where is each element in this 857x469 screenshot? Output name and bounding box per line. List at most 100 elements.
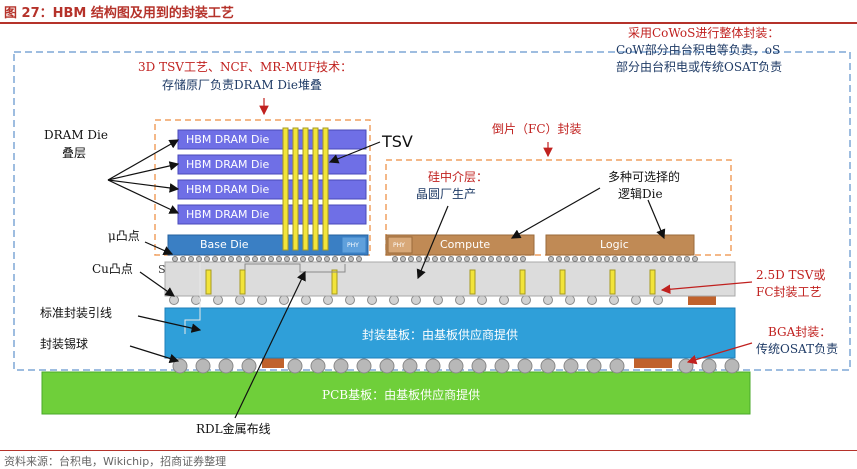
micro-bump xyxy=(408,256,414,262)
micro-bump xyxy=(204,256,210,262)
micro-bump xyxy=(604,256,610,262)
micro-bump xyxy=(332,256,338,262)
interposer-tsvs xyxy=(205,269,656,295)
micro-bump xyxy=(520,256,526,262)
interposer-tsv xyxy=(205,269,212,295)
pointer-arrows xyxy=(107,139,666,419)
compute-die xyxy=(385,234,535,256)
micro-bump xyxy=(440,256,446,262)
solder-ball xyxy=(402,358,418,374)
interposer-tsv xyxy=(469,269,476,295)
cu-bump xyxy=(411,295,421,305)
micro-bump xyxy=(504,256,510,262)
micro-bump xyxy=(556,256,562,262)
dram-arrow xyxy=(107,161,180,181)
micro-bump xyxy=(480,256,486,262)
cu-bump xyxy=(213,295,223,305)
ball-pad xyxy=(634,358,672,368)
micro-bump-row xyxy=(172,256,698,262)
cu-bump xyxy=(587,295,597,305)
dram-stack-line-1: DRAM Die xyxy=(44,128,108,142)
micro-bump xyxy=(636,256,642,262)
interposer-mark: S xyxy=(158,263,166,276)
cu-bump xyxy=(345,295,355,305)
micro-bump xyxy=(580,256,586,262)
micro-bump xyxy=(324,256,330,262)
interposer-tsv xyxy=(649,269,656,295)
cowos-frame xyxy=(13,51,851,371)
solder-ball xyxy=(356,358,372,374)
stack-tsv xyxy=(282,127,289,251)
base-die-phy xyxy=(341,236,367,254)
solder-ball xyxy=(609,358,625,374)
logic-choice-line-1: 多种可选择的 xyxy=(608,170,681,184)
rdl-label: RDL金属布线 xyxy=(196,422,271,436)
substrate-pad xyxy=(688,296,716,305)
phy-label: PHY xyxy=(347,242,359,249)
micro-bump xyxy=(356,256,362,262)
micro-bump xyxy=(308,256,314,262)
micro-bump xyxy=(612,256,618,262)
cu-bump xyxy=(301,295,311,305)
stack-tsvs xyxy=(282,127,329,251)
micro-bump xyxy=(260,256,266,262)
micro-bump xyxy=(392,256,398,262)
micro-bump xyxy=(300,256,306,262)
micro-bump xyxy=(276,256,282,262)
bga-arrow xyxy=(686,342,753,365)
package-substrate xyxy=(164,307,736,359)
source-rule xyxy=(0,450,857,451)
tsv-process-title: 3D TSV工艺、NCF、MR-MUF技术： xyxy=(138,60,353,74)
cowos-title: 采用CoWoS进行整体封装： xyxy=(628,26,780,40)
tsv-label: TSV xyxy=(382,132,413,151)
micro-bump xyxy=(228,256,234,262)
base-die-label: Base Die xyxy=(200,238,249,251)
solder-ball xyxy=(172,358,188,374)
red-arrows xyxy=(259,98,753,365)
stack-tsv xyxy=(322,127,329,251)
cu-bump-arrow xyxy=(139,271,175,297)
micro-bump xyxy=(244,256,250,262)
solder-ball xyxy=(218,358,234,374)
logic-arrow xyxy=(647,199,666,240)
micro-bump xyxy=(456,256,462,262)
solder-ball xyxy=(494,358,510,374)
solder-ball xyxy=(425,358,441,374)
compute-die-phy xyxy=(387,236,413,254)
stack-tsv xyxy=(312,127,319,251)
rdl-arrow xyxy=(234,270,306,419)
cu-bump xyxy=(521,295,531,305)
std-lead-label: 标准封装引线 xyxy=(40,306,113,320)
substrate-label: 封装基板：由基板供应商提供 xyxy=(362,328,519,342)
micro-bump xyxy=(684,256,690,262)
micro-bump xyxy=(220,256,226,262)
solder-ball xyxy=(563,358,579,374)
micro-bump xyxy=(628,256,634,262)
micro-bump xyxy=(564,256,570,262)
stack-tsv xyxy=(302,127,309,251)
dram-die-label: HBM DRAM Die xyxy=(186,208,270,221)
micro-bump xyxy=(252,256,258,262)
dram-die-label: HBM DRAM Die xyxy=(186,158,270,171)
bga-line-1: BGA封装： xyxy=(768,325,832,339)
cu-bump xyxy=(433,295,443,305)
micro-bump xyxy=(316,256,322,262)
dram-die-label: HBM DRAM Die xyxy=(186,183,270,196)
solder-ball xyxy=(701,358,717,374)
solder-ball xyxy=(310,358,326,374)
base-die xyxy=(167,234,369,256)
cu-bump xyxy=(455,295,465,305)
micro-bump xyxy=(292,256,298,262)
solder-ball xyxy=(448,358,464,374)
micro-bump xyxy=(692,256,698,262)
source-note: 资料来源：台积电，Wikichip，招商证券整理 xyxy=(4,455,227,468)
interposer-tsv xyxy=(559,269,566,295)
pcb-label: PCB基板：由基板供应商提供 xyxy=(322,388,481,402)
micro-bump xyxy=(236,256,242,262)
interposer-tsv xyxy=(519,269,526,295)
compute-arrow xyxy=(510,187,601,239)
interposer-owner: 晶圆厂生产 xyxy=(416,187,477,201)
cu-bump xyxy=(389,295,399,305)
solder-ball-row xyxy=(172,358,740,374)
